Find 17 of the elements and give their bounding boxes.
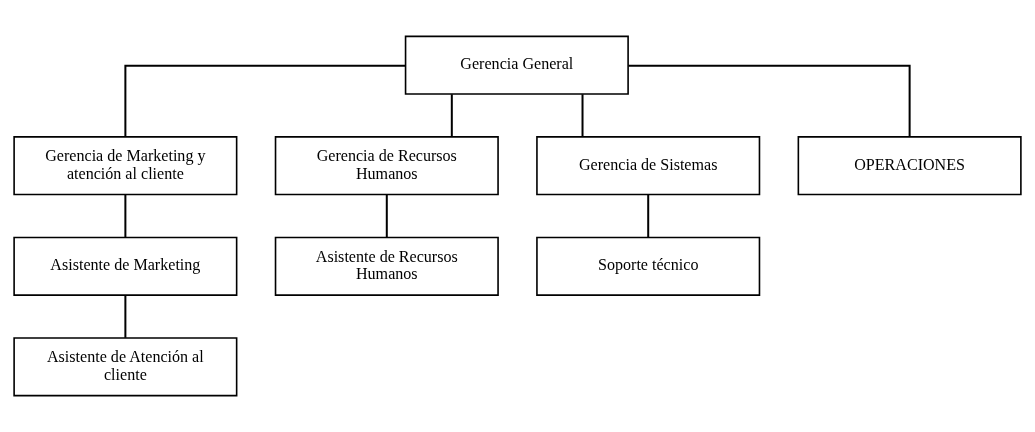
node-box: Gerencia de Sistemas bbox=[536, 136, 761, 196]
node-box: OPERACIONES bbox=[797, 136, 1022, 196]
connector bbox=[647, 194, 650, 238]
connector bbox=[124, 64, 406, 137]
node-box: Gerencia General bbox=[404, 35, 629, 95]
node-box: Soporte técnico bbox=[536, 236, 761, 296]
node-box: Gerencia de Recursos Humanos bbox=[274, 136, 499, 196]
connector bbox=[385, 194, 388, 238]
node-box: Asistente de Atención al cliente bbox=[13, 337, 238, 397]
node-box: Asistente de Marketing bbox=[13, 236, 238, 296]
connector bbox=[581, 94, 584, 137]
connector bbox=[124, 295, 127, 338]
connector bbox=[124, 194, 127, 238]
connector bbox=[450, 94, 453, 137]
connector bbox=[628, 64, 911, 137]
node-box: Asistente de Recursos Humanos bbox=[274, 236, 499, 296]
node-box: Gerencia de Marketing y atención al cliente bbox=[13, 136, 238, 196]
